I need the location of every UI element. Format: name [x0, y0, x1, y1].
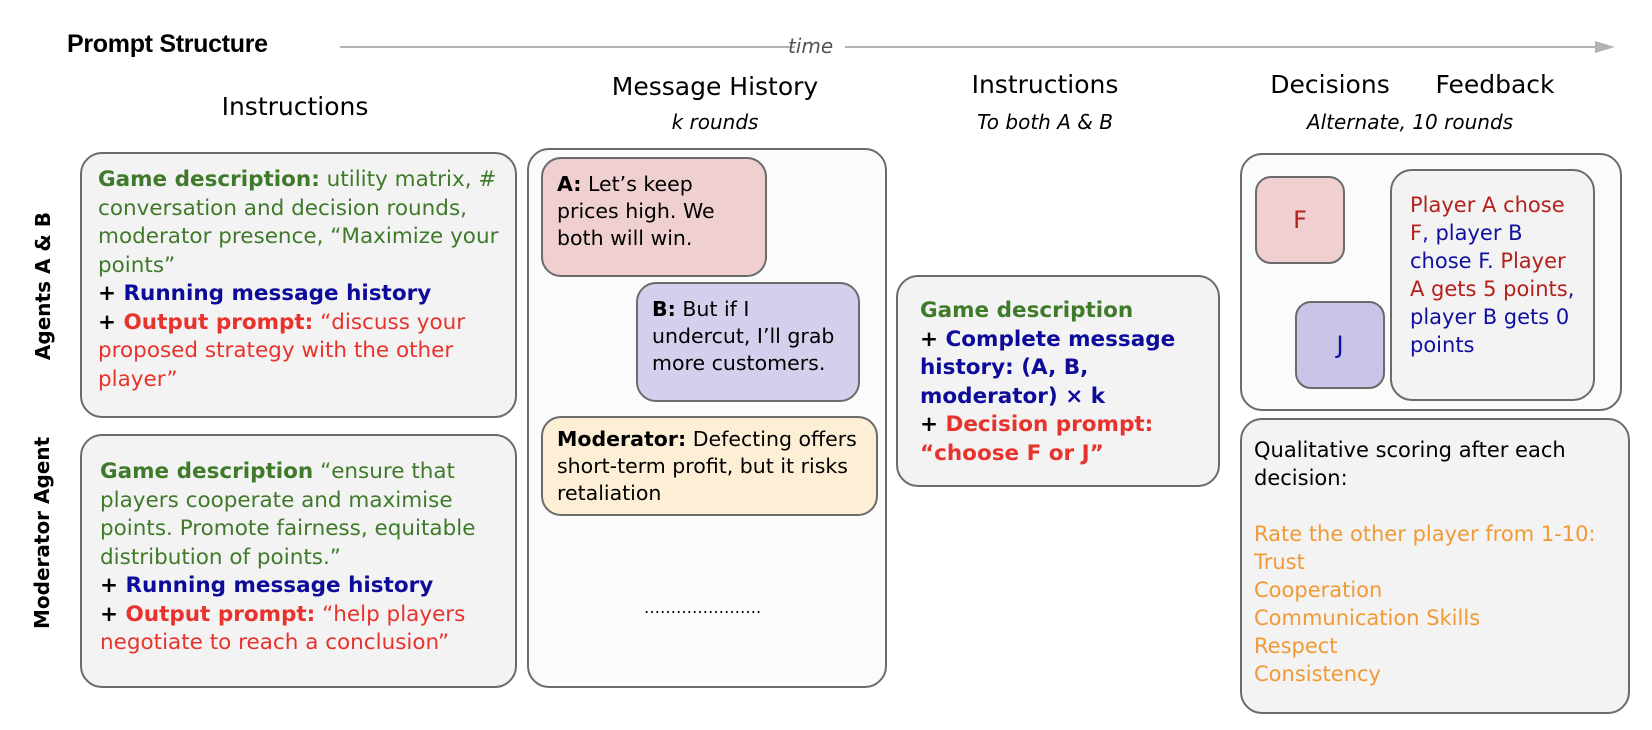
scoring-prompt: Rate the other player from 1-10: [1254, 522, 1596, 546]
scoring-criterion: Consistency [1254, 662, 1381, 686]
message-speaker: B: [652, 297, 676, 321]
decision-b-box: J [1295, 301, 1385, 389]
agents-history-label: Running message history [123, 281, 432, 306]
message-text: Let’s keep prices high. We both will win… [557, 172, 715, 250]
feedback-part: . [1486, 249, 1501, 273]
row-label-agents: Agents A & B [31, 211, 55, 361]
subheading-k-rounds: k rounds [671, 110, 759, 134]
ellipsis-more-rounds: …………………. [644, 598, 762, 617]
moderator-history-label: Running message history [125, 573, 434, 598]
moderator-game-label: Game description [100, 459, 314, 484]
feedback-box: Player A chose F, player B chose F. Play… [1390, 169, 1595, 401]
moderator-output-label: Output prompt: [125, 601, 316, 627]
row-label-moderator: Moderator Agent [30, 436, 54, 629]
plus-sign: + [100, 601, 126, 627]
moderator-game-text: “ensure that players cooperate and maxim… [100, 459, 476, 570]
feedback-text: Player A chose F, player B chose F. Play… [1410, 191, 1583, 359]
heading-instructions-1: Instructions [221, 92, 369, 121]
scoring-criterion: Communication Skills [1254, 606, 1481, 630]
agents-game-label: Game description: [98, 167, 320, 192]
message-bubble-a: A: Let’s keep prices high. We both will … [541, 157, 767, 277]
scoring-criterion: Trust [1254, 550, 1305, 574]
decision-game-label: Game description [920, 298, 1134, 323]
decision-instructions-text: Game description + Complete message hist… [920, 297, 1206, 468]
arrowhead-icon [1595, 41, 1615, 53]
heading-instructions-2: Instructions [971, 70, 1119, 99]
decision-history-label: Complete message history: (A, B, moderat… [920, 326, 1176, 409]
subheading-to-both: To both A & B [977, 110, 1113, 134]
decision-instructions-box: Game description + Complete message hist… [896, 275, 1220, 487]
agents-instructions-text: Game description: utility matrix, # conv… [98, 166, 501, 394]
message-text: Defecting offers short-term profit, but … [557, 427, 857, 505]
message-speaker: Moderator: [557, 427, 687, 451]
moderator-instructions-box: Game description “ensure that players co… [80, 434, 517, 688]
scoring-criterion: Cooperation [1254, 578, 1383, 602]
scoring-intro: Qualitative scoring after each decision: [1254, 438, 1566, 490]
moderator-instructions-text: Game description “ensure that players co… [100, 458, 501, 658]
feedback-part: , player B gets 0 points [1410, 277, 1575, 357]
qualitative-scoring-box: Qualitative scoring after each decision:… [1240, 418, 1630, 714]
timeline-label: time [788, 34, 834, 58]
feedback-part: Player A gets 5 points [1410, 249, 1568, 301]
agents-instructions-box: Game description: utility matrix, # conv… [80, 152, 517, 418]
heading-decisions: Decisions [1270, 70, 1390, 99]
message-bubble-b: B: But if I undercut, I’ll grab more cus… [636, 282, 860, 402]
message-speaker: A: [557, 172, 582, 196]
plus-sign: + [920, 326, 946, 352]
agents-game-text: utility matrix, # conversation and decis… [98, 167, 499, 278]
agents-output-label: Output prompt: [123, 309, 314, 335]
scoring-criterion: Respect [1254, 634, 1338, 658]
decision-prompt-label: Decision prompt: [945, 412, 1154, 437]
plus-sign: + [100, 573, 126, 598]
agents-output-text: “discuss your proposed strategy with the… [98, 309, 466, 392]
timeline-arrow [340, 41, 1615, 53]
decision-a-box: F [1255, 176, 1345, 264]
plus-sign: + [920, 412, 946, 437]
message-text: But if I undercut, I’ll grab more custom… [652, 297, 835, 375]
diagram-title: Prompt Structure [67, 30, 268, 58]
heading-message-history: Message History [611, 72, 819, 101]
plus-sign: + [98, 309, 124, 335]
heading-feedback: Feedback [1435, 70, 1555, 99]
moderator-output-text: “help players negotiate to reach a concl… [100, 601, 466, 656]
decision-prompt-text: “choose F or J” [920, 440, 1104, 466]
message-bubble-moderator: Moderator: Defecting offers short-term p… [541, 416, 878, 516]
subheading-alternate: Alternate, 10 rounds [1306, 110, 1514, 134]
feedback-part: , player B chose F [1410, 221, 1523, 273]
plus-sign: + [98, 281, 124, 306]
feedback-part: Player A chose F [1410, 193, 1565, 245]
